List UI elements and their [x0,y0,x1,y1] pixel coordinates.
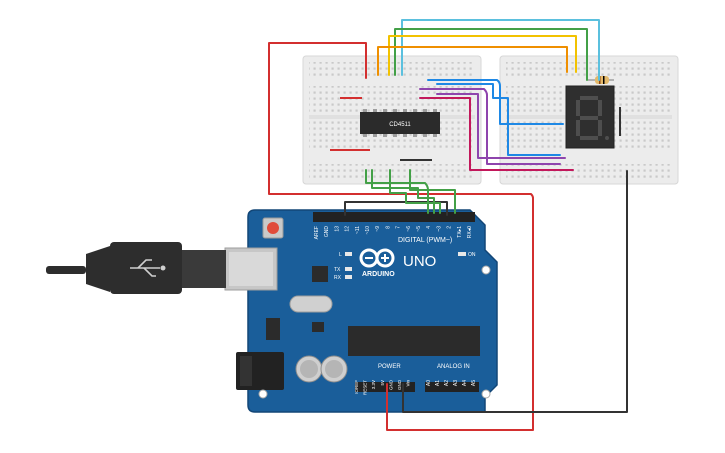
ic-pin [393,134,397,137]
capacitor [295,355,323,383]
atmega-chip [348,326,480,356]
ic-label: CD4511 [389,122,411,128]
arduino-logo [359,248,395,268]
ic-pin [383,109,387,112]
pin-label: GND [397,379,402,390]
led-tx-label: TX [334,267,341,273]
pin-label: 5V [380,380,385,386]
usb-chip [312,266,328,282]
led-on [458,252,466,256]
ic-pin [373,134,377,137]
display-digit: 8 [590,0,591,1]
pin-label: TX▸1 [457,226,463,238]
power-header-label: POWER [378,364,401,370]
pin-label: A1 [435,380,441,386]
wire-green-3 [389,169,441,214]
capacitor [320,355,348,383]
power-header-strip [355,382,415,392]
pin-label: 3.3V [371,380,376,389]
digital-header-strip [313,212,475,222]
wire-green-top [394,28,588,81]
pin-label: ~3 [436,226,442,232]
pin-label: ~11 [355,226,361,234]
ic-pin [433,134,437,137]
pin-label: RX◂0 [467,226,473,238]
pin-label: 12 [345,226,351,232]
pin-label: Vin [406,380,411,387]
wire-yellow [388,35,577,76]
pin-label: A3 [453,380,459,386]
breadboard-jumpers [330,97,621,161]
pin-label: GND [388,379,393,390]
wire-black-gnd-display [402,170,628,413]
pin-label: 2 [447,226,453,229]
ic-pin [383,134,387,137]
wire-orange [377,46,568,76]
digital-header-label: DIGITAL (PWM~) [398,237,452,244]
ic-pin [393,109,397,112]
ic-pin [433,109,437,112]
ic-pin [413,109,417,112]
led-l-label: L [339,252,342,258]
pin-label: 8 [385,226,391,229]
pin-label: GND [324,226,330,238]
pin-label: A4 [462,380,468,386]
led-rx [345,275,352,279]
ic-pin [363,134,367,137]
pin-label: IOREF [354,380,359,394]
ic-pin [363,109,367,112]
led-on-label: ON [468,252,476,258]
wire-red-5v [268,42,534,431]
pin-label: ~6 [406,226,412,232]
pin-label: A2 [444,380,450,386]
pin-label: 7 [396,226,402,229]
wire-purple-1 [419,88,561,165]
wire-blue-2 [436,83,561,156]
pin-label: A5 [471,380,477,386]
wire-green-4 [409,169,456,214]
ic-pin [413,134,417,137]
crystal-oscillator [289,295,333,313]
wire-purple-2 [436,93,566,159]
ic-pin [373,109,377,112]
ic-pin [403,109,407,112]
pin-label: RESET [363,380,368,395]
arduino-uno-board: ARDUINO UNO DIGITAL (PWM~) POWER ANALOG … [224,209,498,413]
seven-segment-display: 8 [565,0,615,149]
pin-label: A0 [426,380,432,386]
power-jack [236,352,284,390]
wire-blue-1 [427,79,564,125]
usb-cable [46,242,226,294]
pin-label: ~10 [365,226,371,235]
ic-pin [423,134,427,137]
digital-pin-labels: AREF GND 13 12 ~11 ~10 ~9 8 7 ~6 ~5 4 ~3 2 TX▸1 RX◂0 [314,226,473,240]
led-l [345,252,352,256]
wire-green-2 [371,169,435,214]
analog-header-strip [425,382,479,392]
cd4511-ic: CD4511 [360,109,440,137]
led-rx-label: RX [334,275,342,281]
arduino-brand: ARDUINO [362,271,395,278]
pin-label: 13 [334,226,340,232]
usb-connector [224,247,278,291]
analog-header-label: ANALOG IN [437,364,470,370]
arduino-model: UNO [403,253,436,270]
ic-pin [403,134,407,137]
led-tx [345,267,352,271]
wires [268,19,628,431]
ic-pin [423,109,427,112]
wire-magenta [419,97,574,171]
pin-label: ~9 [375,226,381,232]
pin-label: ~5 [416,226,422,232]
regulator [266,318,280,340]
pin-label: 4 [426,226,432,229]
pin-label: AREF [314,226,320,239]
wire-black-gnd-bb [344,201,448,216]
